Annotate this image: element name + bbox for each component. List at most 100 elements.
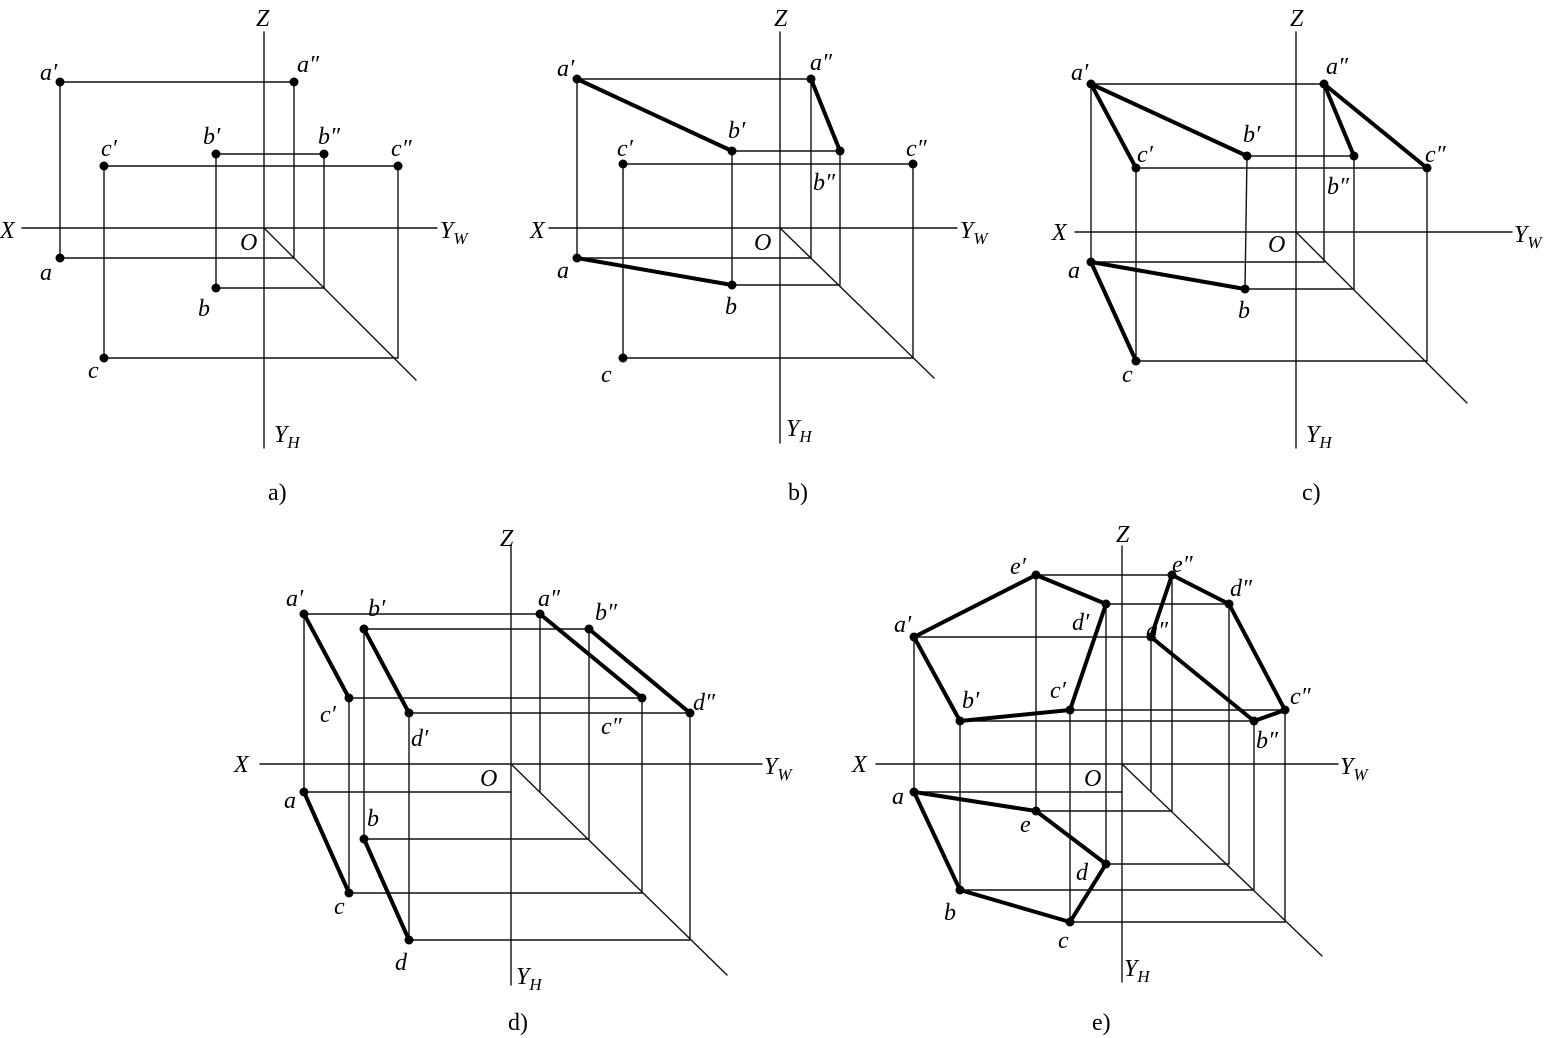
edge-c-prime-b-prime <box>958 708 1072 723</box>
point-c-prime <box>344 693 354 703</box>
axis-label-yh-subscript: H <box>528 975 543 994</box>
point-a <box>909 787 919 797</box>
point-label-b-double-prime: b″ <box>318 124 341 150</box>
point-a-prime <box>909 632 919 642</box>
edge-e-prime-d-prime <box>1034 573 1108 606</box>
point-label-a: a <box>284 788 296 814</box>
axis-label-yw: YW <box>1340 754 1369 784</box>
point-b-prime <box>359 624 369 634</box>
edge-b-double-prime-a-double-prime <box>1149 635 1256 723</box>
diagonal-45-line <box>1121 763 1323 957</box>
edge-b-a <box>912 790 962 892</box>
axis-label-yh: YH <box>516 964 543 994</box>
axis-label-yw-letter: Y <box>440 218 456 244</box>
edge-a-double-prime-b-double-prime <box>1322 82 1356 158</box>
edge-a-prime-b-prime <box>575 77 734 153</box>
axis-label-yh-letter: Y <box>1306 422 1322 448</box>
axis-label-yh-subscript: H <box>286 433 301 452</box>
point-label-c-double-prime: c″ <box>1425 142 1447 168</box>
point-b-prime <box>727 146 737 156</box>
point-label-b-prime: b′ <box>962 688 980 714</box>
point-label-c: c <box>1122 362 1133 388</box>
point-a <box>55 253 65 263</box>
point-a-double-prime <box>1319 79 1329 89</box>
axis-label-yw-subscript: W <box>973 229 989 248</box>
point-c-double-prime <box>1422 163 1432 173</box>
axis-label-x: X <box>529 218 546 244</box>
point-label-b-prime: b′ <box>1243 122 1261 148</box>
point-label-c-double-prime: c″ <box>1290 684 1312 710</box>
point-b-double-prime <box>319 149 329 159</box>
diagonal-45-line <box>510 763 728 976</box>
edge-a-b <box>575 256 734 287</box>
edge-d-c <box>1068 862 1108 924</box>
point-label-b: b <box>367 806 379 832</box>
point-a-prime <box>572 74 582 84</box>
point-label-d: d <box>1076 860 1089 886</box>
axis-label-yh-letter: Y <box>274 422 290 448</box>
point-c <box>1065 917 1075 927</box>
point-label-d-double-prime: d″ <box>693 690 716 716</box>
origin-label: O <box>480 766 497 792</box>
point-a <box>1086 257 1096 267</box>
point-c-prime <box>1131 163 1141 173</box>
edge-e-d <box>1034 809 1108 866</box>
point-label-b-double-prime: b″ <box>1327 174 1350 200</box>
point-label-a-prime: a′ <box>40 60 58 86</box>
origin-label: O <box>1268 232 1285 258</box>
point-label-b-double-prime: b″ <box>595 600 618 626</box>
point-label-e: e <box>1020 812 1031 838</box>
point-c-prime <box>618 159 628 169</box>
point-b-prime <box>955 716 965 726</box>
axis-label-yh-letter: Y <box>786 416 802 442</box>
origin-label: O <box>754 230 771 256</box>
panel-caption: c) <box>1302 480 1321 506</box>
point-label-e-double-prime: e″ <box>1172 552 1194 578</box>
point-e-double-prime <box>1167 570 1177 580</box>
edge-a-b <box>1089 260 1247 291</box>
axis-label-yw: YW <box>960 218 989 248</box>
point-label-c: c <box>1058 928 1069 954</box>
point-d-double-prime <box>1224 599 1234 609</box>
point-b-prime <box>211 149 221 159</box>
point-c <box>1131 356 1141 366</box>
point-b-double-prime <box>584 624 594 634</box>
point-label-c-prime: c′ <box>1050 678 1067 704</box>
point-b <box>727 280 737 290</box>
point-label-a-double-prime: a″ <box>297 52 320 78</box>
origin-label: O <box>240 230 257 256</box>
point-a-prime <box>55 77 65 87</box>
point-label-a-prime: a′ <box>286 586 304 612</box>
point-label-c-prime: c′ <box>101 136 118 162</box>
axis-label-z: Z <box>1116 522 1130 548</box>
point-label-c: c <box>601 362 612 388</box>
point-b-prime <box>1242 151 1252 161</box>
point-label-a-double-prime: a″ <box>538 586 561 612</box>
point-label-b: b <box>198 296 210 322</box>
point-d <box>404 935 414 945</box>
edge-b-prime-d-prime <box>362 627 411 715</box>
point-label-b-prime: b′ <box>203 124 221 150</box>
point-label-d-prime: d′ <box>1072 610 1090 636</box>
point-label-a-double-prime: a″ <box>1326 54 1349 80</box>
diagonal-45-line <box>263 227 417 381</box>
edge-a-double-prime-b-double-prime <box>809 77 842 153</box>
point-a-double-prime <box>289 77 299 87</box>
point-label-c: c <box>88 358 99 384</box>
axis-label-yh-letter: Y <box>516 964 532 990</box>
point-b <box>359 834 369 844</box>
edge-a-double-prime-e-double-prime <box>1149 573 1174 639</box>
point-label-c: c <box>334 894 345 920</box>
point-label-c-double-prime: c″ <box>391 136 413 162</box>
point-label-c-prime: c′ <box>617 136 634 162</box>
edge-a-c <box>302 790 351 895</box>
point-a-prime <box>299 609 309 619</box>
edge-a-e <box>912 790 1038 813</box>
point-label-b: b <box>944 900 956 926</box>
point-b <box>211 283 221 293</box>
point-label-a: a <box>40 260 52 286</box>
edge-d-double-prime-c-double-prime <box>1227 602 1287 712</box>
axis-label-z: Z <box>256 6 270 32</box>
